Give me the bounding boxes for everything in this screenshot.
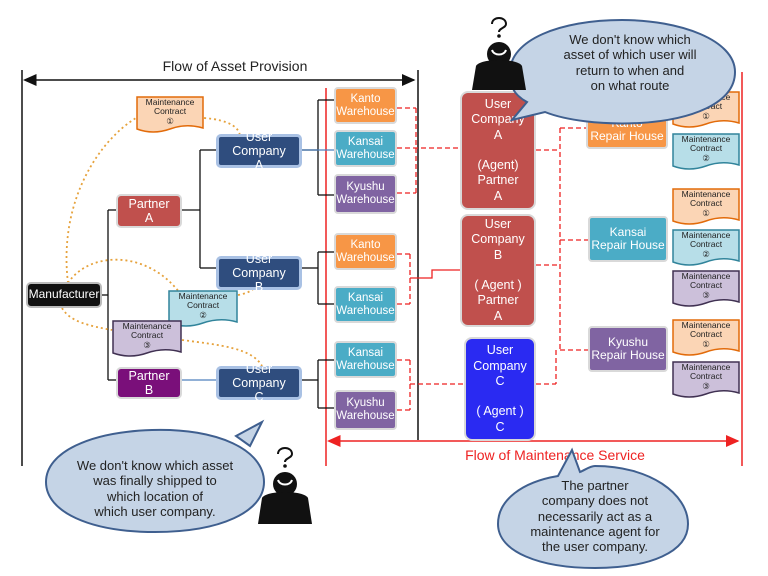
- partner-b-node: Partner B: [116, 367, 182, 399]
- callout-top-text: We don't know which asset of which user …: [563, 32, 697, 93]
- contract-kansai-1-text: Maintenance Contract ①: [681, 189, 731, 218]
- warehouse-a-kanto: Kanto Warehouse: [334, 87, 397, 124]
- contract-kyushu-3-text: Maintenance Contract ③: [681, 362, 731, 391]
- contract-kansai-3-text: Maintenance Contract ③: [681, 271, 731, 300]
- repair-house-kansai: Kansai Repair House: [588, 216, 668, 262]
- agent-a-node: User Company A (Agent) Partner A: [460, 91, 536, 210]
- user-company-a-node: User Company A: [216, 130, 302, 172]
- contract-kansai-3: Maintenance Contract ③: [672, 270, 740, 310]
- asset-flow-label: Flow of Asset Provision: [162, 58, 308, 74]
- warehouse-c-kyushu: Kyushu Warehouse: [334, 390, 397, 430]
- contract-left-3-text: Maintenance Contract ③: [122, 321, 172, 350]
- contract-kansai-1: Maintenance Contract ①: [672, 188, 740, 228]
- contract-kansai-2: Maintenance Contract ②: [672, 229, 740, 269]
- contract-left-1-text: Maintenance Contract ①: [145, 97, 195, 126]
- confused-person-icon: [470, 10, 528, 90]
- callout-bottom-left-text: We don't know which asset was finally sh…: [76, 458, 234, 519]
- contract-kyushu-3: Maintenance Contract ③: [672, 361, 740, 401]
- agent-b-node: User Company B ( Agent ) Partner A: [460, 214, 536, 327]
- agent-c-node: User Company C ( Agent ) C: [464, 337, 536, 441]
- contract-left-3: Maintenance Contract ③: [112, 320, 182, 360]
- contract-kanto-2-text: Maintenance Contract ②: [681, 134, 731, 163]
- warehouse-a-kansai: Kansai Warehouse: [334, 130, 397, 167]
- partner-a-node: Partner A: [116, 194, 182, 228]
- maintenance-flow-label: Flow of Maintenance Service: [440, 447, 670, 463]
- user-company-c-node: User Company C: [216, 362, 302, 404]
- warehouse-c-kansai: Kansai Warehouse: [334, 341, 397, 378]
- warehouse-b-kansai: Kansai Warehouse: [334, 286, 397, 323]
- contract-left-2: Maintenance Contract ②: [168, 290, 238, 330]
- warehouse-a-kyushu: Kyushu Warehouse: [334, 174, 397, 214]
- callout-bottom-right-bubble: [496, 447, 690, 570]
- contract-kyushu-1-text: Maintenance Contract ①: [681, 320, 731, 349]
- confused-person-icon-bottom: [256, 442, 314, 524]
- user-company-b-node: User Company B: [216, 252, 302, 294]
- contract-kyushu-1: Maintenance Contract ①: [672, 319, 740, 359]
- callout-bottom-left-bubble: [44, 419, 266, 534]
- repair-house-kyushu: Kyushu Repair House: [588, 326, 668, 372]
- contract-kansai-2-text: Maintenance Contract ②: [681, 230, 731, 259]
- callout-bottom-right-text: The partner company does not necessarily…: [530, 478, 660, 555]
- contract-kanto-2: Maintenance Contract ②: [672, 133, 740, 173]
- contract-left-2-text: Maintenance Contract ②: [178, 291, 228, 320]
- manufacturer-node: Manufacturer: [26, 282, 102, 308]
- warehouse-b-kanto: Kanto Warehouse: [334, 233, 397, 270]
- callout-top-bubble: [508, 18, 737, 125]
- contract-left-1: Maintenance Contract ①: [136, 96, 204, 136]
